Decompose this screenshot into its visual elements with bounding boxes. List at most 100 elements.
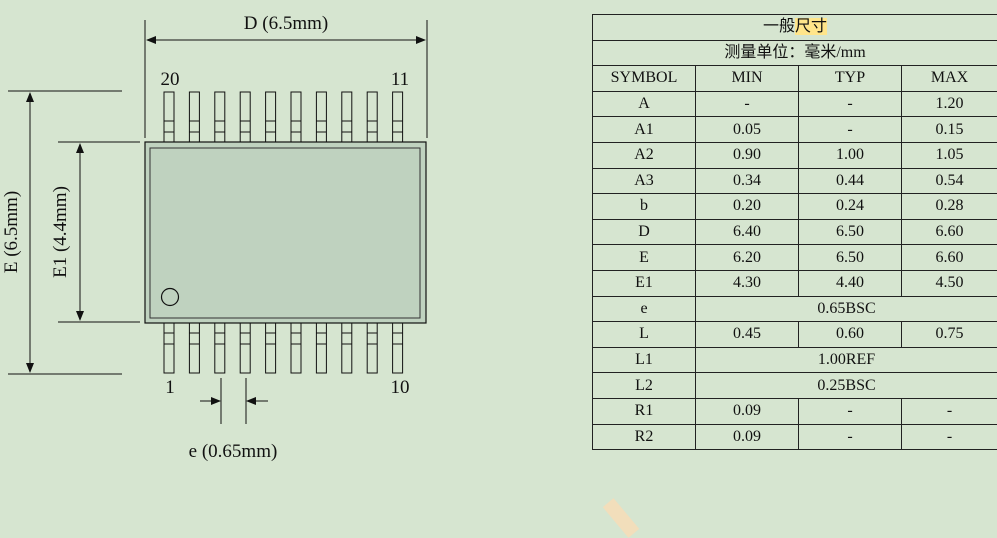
top-pin xyxy=(215,92,225,142)
top-pin xyxy=(240,92,250,142)
cell-typ: 0.44 xyxy=(799,168,902,194)
table-title: 一般尺寸 xyxy=(593,15,997,41)
cell-typ: 0.60 xyxy=(799,322,902,348)
cell-typ: 4.40 xyxy=(799,270,902,296)
cell-typ: 6.50 xyxy=(799,219,902,245)
cell-min: 0.45 xyxy=(696,322,799,348)
watermark-mark xyxy=(603,498,639,538)
top-pin xyxy=(393,92,403,142)
bottom-pin-row xyxy=(164,323,403,373)
package-outline-diagram: D (6.5mm) E (6.5mm) E1 (4.4mm) 20 11 1 1… xyxy=(0,0,590,525)
bottom-pin xyxy=(393,323,403,373)
cell-symbol: L xyxy=(593,322,696,348)
cell-max: 1.20 xyxy=(902,91,997,117)
cell-max: 4.50 xyxy=(902,270,997,296)
cell-max: 1.05 xyxy=(902,142,997,168)
pitch-dimension-label: e (0.65mm) xyxy=(189,441,278,462)
cell-min: 4.30 xyxy=(696,270,799,296)
package-body xyxy=(145,142,426,323)
e1-dimension-label: E1 (4.4mm) xyxy=(50,186,71,278)
pin-label-10: 10 xyxy=(391,377,410,398)
table-header-row: SYMBOL MIN TYP MAX xyxy=(593,66,997,92)
cell-symbol: D xyxy=(593,219,696,245)
cell-symbol: A3 xyxy=(593,168,696,194)
cell-max: 0.28 xyxy=(902,194,997,220)
bottom-pin xyxy=(291,323,301,373)
cell-max: - xyxy=(902,424,997,450)
d-dimension-label: D (6.5mm) xyxy=(244,13,328,34)
cell-max: 6.60 xyxy=(902,245,997,271)
cell-typ: - xyxy=(799,91,902,117)
top-pin xyxy=(367,92,377,142)
pin-label-11: 11 xyxy=(391,69,409,90)
cell-symbol: E xyxy=(593,245,696,271)
dimension-table: 一般尺寸 测量单位：毫米/mm SYMBOL MIN TYP MAX A--1.… xyxy=(592,14,997,450)
table-title-row: 一般尺寸 xyxy=(593,15,997,41)
table-title-highlight: 尺寸 xyxy=(795,18,827,35)
bottom-pin xyxy=(240,323,250,373)
top-pin xyxy=(316,92,326,142)
top-pin xyxy=(342,92,352,142)
cell-symbol: R1 xyxy=(593,398,696,424)
column-header-typ: TYP xyxy=(799,66,902,92)
cell-min: 0.34 xyxy=(696,168,799,194)
cell-typ: - xyxy=(799,424,902,450)
cell-symbol: e xyxy=(593,296,696,322)
cell-typ: - xyxy=(799,117,902,143)
table-unit-row: 测量单位：毫米/mm xyxy=(593,40,997,66)
column-header-max: MAX xyxy=(902,66,997,92)
cell-min: 0.09 xyxy=(696,398,799,424)
column-header-symbol: SYMBOL xyxy=(593,66,696,92)
table-title-text: 一般 xyxy=(763,18,795,35)
cell-max: 0.54 xyxy=(902,168,997,194)
cell-symbol: R2 xyxy=(593,424,696,450)
cell-typ: 0.24 xyxy=(799,194,902,220)
cell-symbol: L1 xyxy=(593,347,696,373)
cell-spanned-value: 0.25BSC xyxy=(696,373,997,399)
pitch-dimension xyxy=(200,378,268,424)
cell-symbol: A2 xyxy=(593,142,696,168)
cell-min: 0.20 xyxy=(696,194,799,220)
d-dimension xyxy=(145,20,427,138)
top-pin xyxy=(291,92,301,142)
cell-max: - xyxy=(902,398,997,424)
bottom-pin xyxy=(316,323,326,373)
cell-min: - xyxy=(696,91,799,117)
bottom-pin xyxy=(164,323,174,373)
cell-max: 0.15 xyxy=(902,117,997,143)
cell-spanned-value: 1.00REF xyxy=(696,347,997,373)
pin-label-20: 20 xyxy=(161,69,180,90)
bottom-pin xyxy=(189,323,199,373)
cell-symbol: E1 xyxy=(593,270,696,296)
cell-spanned-value: 0.65BSC xyxy=(696,296,997,322)
cell-min: 6.20 xyxy=(696,245,799,271)
cell-max: 6.60 xyxy=(902,219,997,245)
table-row: A--1.20 xyxy=(593,91,997,117)
column-header-min: MIN xyxy=(696,66,799,92)
pin-label-1: 1 xyxy=(165,377,175,398)
cell-min: 6.40 xyxy=(696,219,799,245)
bottom-pin xyxy=(215,323,225,373)
top-pin xyxy=(266,92,276,142)
cell-symbol: A1 xyxy=(593,117,696,143)
cell-min: 0.09 xyxy=(696,424,799,450)
bottom-pin xyxy=(342,323,352,373)
bottom-pin xyxy=(367,323,377,373)
bottom-pin xyxy=(266,323,276,373)
top-pin xyxy=(164,92,174,142)
cell-typ: 6.50 xyxy=(799,245,902,271)
cell-min: 0.90 xyxy=(696,142,799,168)
cell-symbol: L2 xyxy=(593,373,696,399)
cell-symbol: b xyxy=(593,194,696,220)
